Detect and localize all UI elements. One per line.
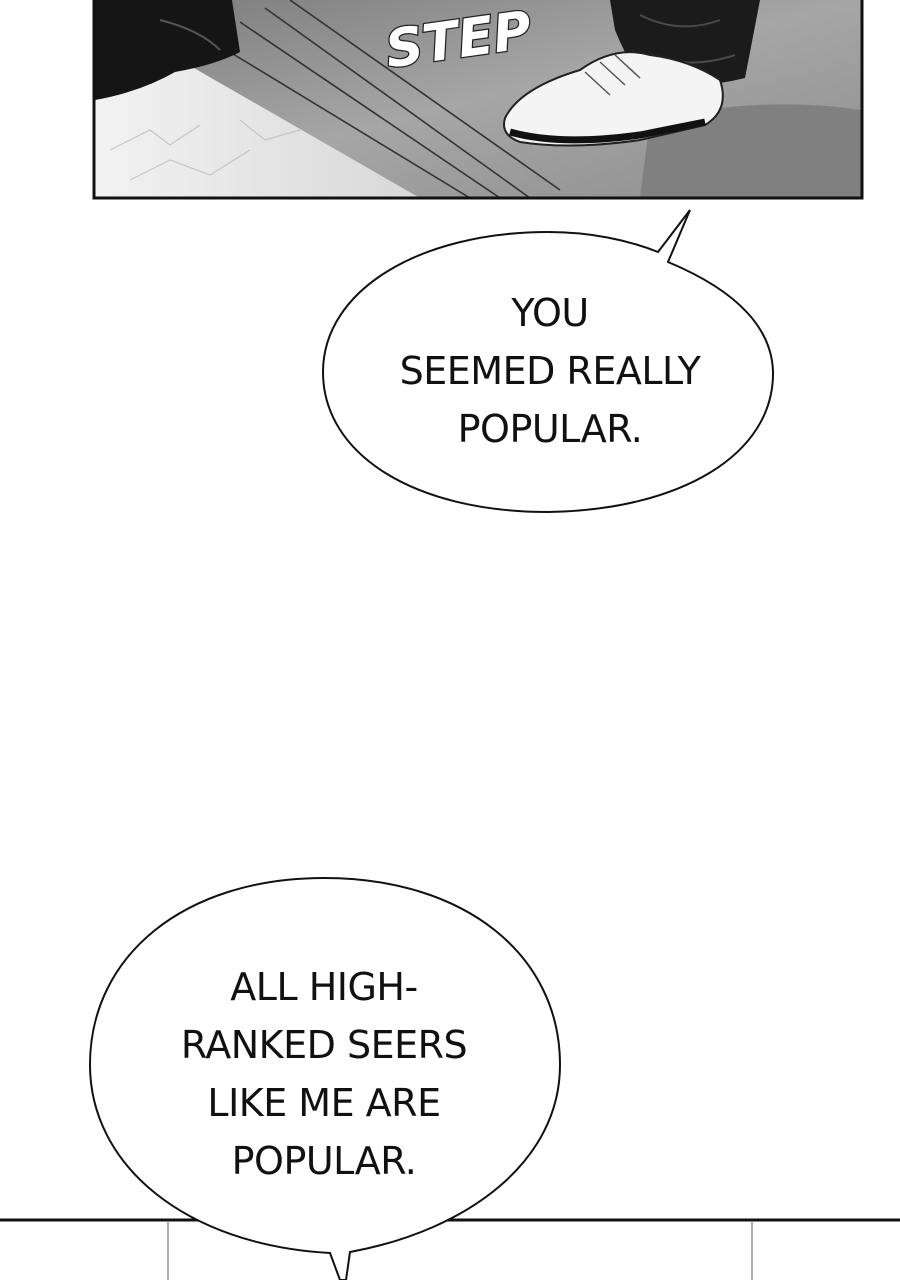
bubble-1-line-2: SEEMED REALLY <box>399 349 701 393</box>
bubble-2-line-4: POPULAR. <box>231 1139 417 1183</box>
speech-bubble-2-outline <box>88 876 562 1280</box>
top-panel: STEP <box>92 0 864 200</box>
bubble-1-line-1: YOU <box>511 291 589 335</box>
bubble-2-line-2: RANKED SEERS <box>180 1023 468 1067</box>
left-shoe-highlight <box>159 19 221 51</box>
speech-bubble-1 <box>321 209 775 514</box>
speech-bubble-2-text: ALL HIGH- RANKED SEERS LIKE ME ARE POPUL… <box>96 958 552 1190</box>
marble-veins <box>109 119 301 181</box>
step-edge-lines <box>209 0 561 198</box>
left-shoe <box>95 0 240 100</box>
sneaker <box>503 51 724 147</box>
marble-floor <box>95 60 420 198</box>
speech-bubble-1-outline <box>321 209 775 514</box>
bottom-panel-fill <box>0 1222 900 1280</box>
bubble-1-line-3: POPULAR. <box>457 407 643 451</box>
top-panel-border <box>92 0 864 200</box>
sneaker-sole <box>509 118 706 144</box>
bubble-2-line-3: LIKE ME ARE <box>207 1081 441 1125</box>
bottom-panel <box>0 1218 900 1280</box>
speech-bubble-1-text: YOU SEEMED REALLY POPULAR. <box>330 284 770 458</box>
bubble-2-line-1: ALL HIGH- <box>230 965 418 1009</box>
speech-bubble-2 <box>88 876 562 1280</box>
sneaker-laces <box>584 54 641 96</box>
